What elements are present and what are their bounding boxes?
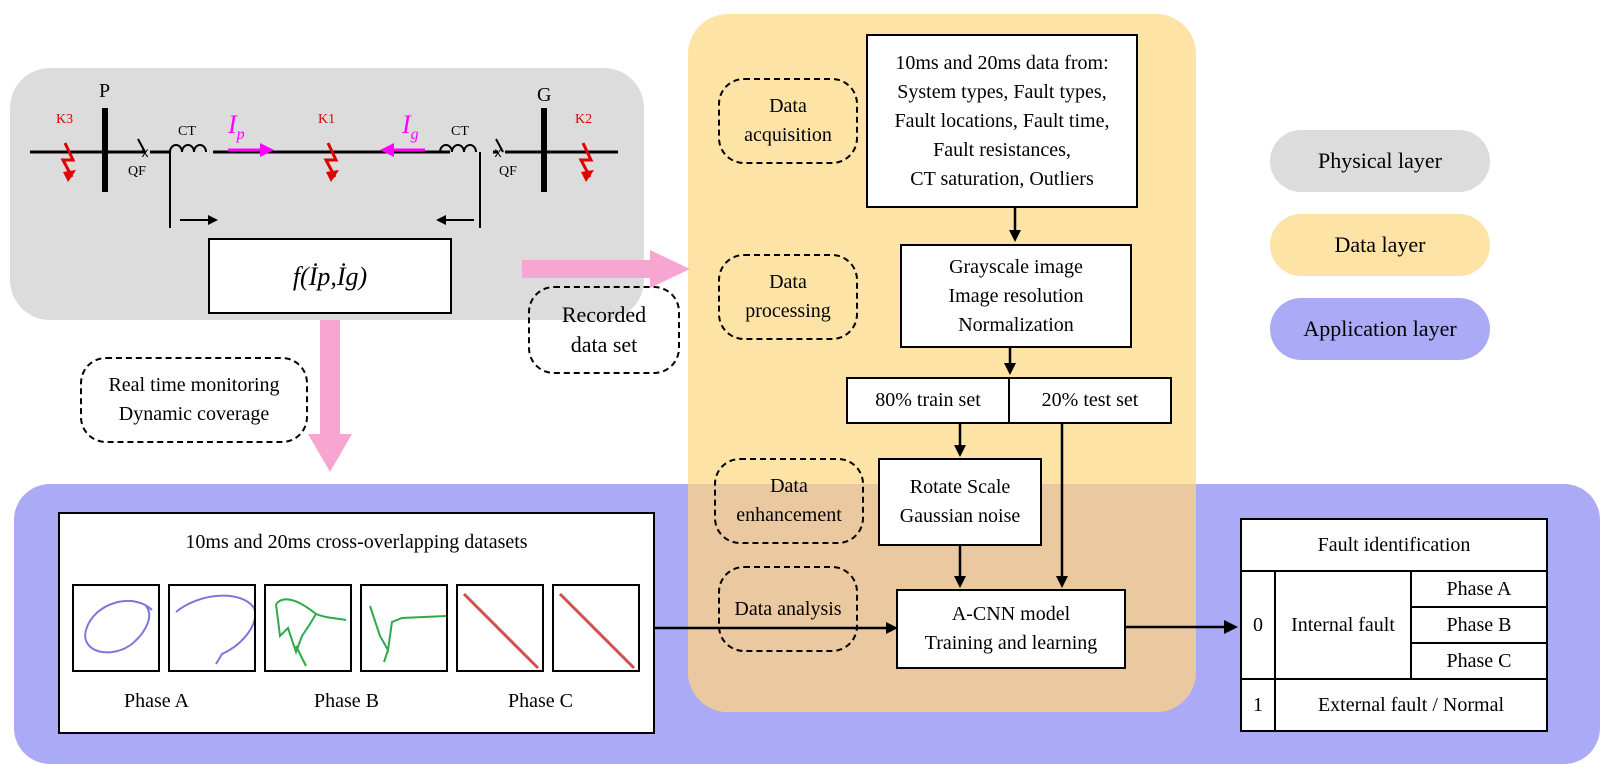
phase-c-curve-1 [462,592,540,670]
phase-a-curve-2 [175,594,257,665]
data-enhancement-step: Data enhancement [714,458,864,544]
source-line-1: 10ms and 20ms data from: [895,51,1109,74]
legend-data-layer: Data layer [1270,214,1490,276]
current-ig-label: Ig [402,110,419,144]
model-line-1: A-CNN model [951,603,1071,625]
processing-line-1: Data [769,271,807,293]
fault-table-title: Fault identification [1240,518,1548,572]
fault-k3-label: K3 [56,112,74,127]
fault-code-0: 0 [1240,570,1276,680]
recorded-data-set-label: Recorded data set [528,286,680,374]
data-analysis-step: Data analysis [718,566,858,652]
bus-g-label: G [537,84,552,106]
train-set-box: 80% train set [846,377,1010,424]
data-source-box: 10ms and 20ms data from: System types, F… [866,34,1138,208]
enhancement-line-1: Data [770,475,808,497]
bus-p-label: P [99,80,111,102]
phase-a-thumbnail-1 [72,584,160,672]
source-line-5: CT saturation, Outliers [910,167,1094,190]
image-line-2: Image resolution [948,284,1084,307]
phase-b-thumbnail-2 [360,584,448,672]
image-line-1: Grayscale image [949,255,1083,278]
monitoring-line-2: Dynamic coverage [118,403,270,425]
current-ip-label: Ip [228,110,245,144]
phase-a-label: Phase A [124,690,189,712]
enhancement-line-2: enhancement [736,504,842,526]
internal-phase-c: Phase C [1410,642,1548,680]
legend-physical-layer: Physical layer [1270,130,1490,192]
phase-a-thumbnail-2 [168,584,257,672]
monitoring-label: Real time monitoring Dynamic coverage [80,357,308,443]
image-line-3: Normalization [958,313,1074,336]
phase-c-label: Phase C [508,690,573,712]
data-processing-step: Data processing [718,254,858,340]
fault-k1-label: K1 [318,112,336,127]
source-line-3: Fault locations, Fault time, [894,109,1110,132]
augment-line-1: Rotate Scale [909,476,1011,498]
data-acquisition-step: Data acquisition [718,78,858,164]
ct-right-label: CT [451,124,469,139]
datasets-title: 10ms and 20ms cross-overlapping datasets [185,531,528,553]
internal-phase-b: Phase B [1410,606,1548,644]
monitoring-line-1: Real time monitoring [108,374,280,396]
acquisition-line-1: Data [769,95,807,117]
acquisition-line-2: acquisition [744,124,832,146]
model-line-2: Training and learning [924,632,1098,654]
qf-right-label: QF [499,164,517,179]
external-fault-cell: External fault / Normal [1274,678,1548,732]
ct-left-label: CT [178,124,196,139]
test-set-box: 20% test set [1008,377,1172,424]
augment-line-2: Gaussian noise [899,505,1021,527]
analysis-label: Data analysis [734,597,842,620]
function-box: f(İp,İg) [208,238,452,314]
phase-b-curve-2 [369,605,447,663]
processing-line-2: processing [745,300,831,322]
fault-code-1: 1 [1240,678,1276,732]
phase-a-curve-1 [84,600,153,654]
internal-phase-a: Phase A [1410,570,1548,608]
svg-text:x: x [142,144,149,160]
augmentation-box: Rotate Scale Gaussian noise [878,458,1042,546]
legend-application-layer: Application layer [1270,298,1490,360]
phase-c-thumbnail-1 [456,584,544,672]
internal-fault-cell: Internal fault [1274,570,1412,680]
fault-k2-label: K2 [575,112,593,127]
svg-text:x: x [495,144,502,160]
phase-b-curve-1 [275,598,347,667]
image-processing-box: Grayscale image Image resolution Normali… [900,244,1132,348]
phase-c-curve-2 [558,592,636,670]
recorded-line-2: data set [570,332,638,357]
model-box: A-CNN model Training and learning [896,589,1126,669]
phase-c-thumbnail-2 [552,584,640,672]
source-line-2: System types, Fault types, [897,80,1107,103]
phase-b-label: Phase B [314,690,379,712]
phase-b-thumbnail-1 [264,584,352,672]
source-line-4: Fault resistances, [933,138,1071,161]
qf-left-label: QF [128,164,146,179]
recorded-line-1: Recorded [561,302,647,327]
